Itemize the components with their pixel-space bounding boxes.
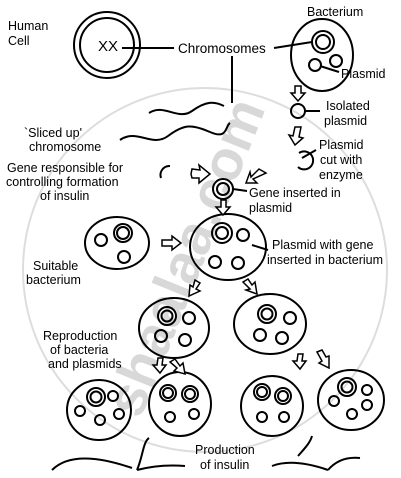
label-gene-inserted-2: plasmid [249,201,292,215]
insulin-curves [51,435,361,471]
label-gene-inserted-1: Gene inserted in [249,186,341,200]
label-plasmid-cut-2: cut with [320,153,362,167]
bacterium-gen3-4 [317,369,385,431]
label-production-1: Production [195,443,255,457]
human-cell [73,11,141,79]
bacterium-gen2-right [233,293,307,355]
bacterium-gen3-3 [240,375,304,437]
label-suitable-1: Suitable [33,259,78,273]
label-sliced-2: chromosome [29,140,101,154]
label-gene-2: controlling formation [6,175,119,189]
label-isolated-plasmid-2: plasmid [324,114,367,128]
sliced-chromosome [119,101,231,141]
label-chromosomes: Chromosomes [178,41,266,56]
gene-fragment [159,165,171,179]
label-human-cell-2: Cell [8,34,30,48]
suitable-bacterium [84,216,150,270]
bacterium-gen2-left [138,297,210,359]
label-gene-1: Gene responsible for [7,161,123,175]
label-human-cell-1: Human [8,19,48,33]
chromosome-letters: XX [98,38,118,55]
label-production-2: of insulin [200,458,249,472]
label-isolated-plasmid-1: Isolated [326,99,370,113]
cut-plasmid [297,150,315,171]
label-reproduction-2: of bacteria [50,343,108,357]
label-bacterium: Bacterium [307,5,363,19]
bacterium-gen3-2 [148,371,212,437]
label-plasmid-gene-2: inserted in bacterium [267,253,383,267]
label-suitable-2: bacterium [26,273,81,287]
label-reproduction-1: Reproduction [43,329,117,343]
arrows [151,85,330,376]
label-sliced-1: `Sliced up' [24,126,82,140]
label-gene-3: of insulin [40,189,89,203]
recombinant-bacterium [189,213,267,281]
label-reproduction-3: and plasmids [48,357,122,371]
label-plasmid-gene-1: Plasmid with gene [272,238,373,252]
label-plasmid: Plasmid [341,67,386,81]
bacterium-gen3-1 [66,379,132,441]
label-plasmid-cut-1: Plasmid [319,138,364,152]
label-plasmid-cut-3: enzyme [319,168,363,182]
